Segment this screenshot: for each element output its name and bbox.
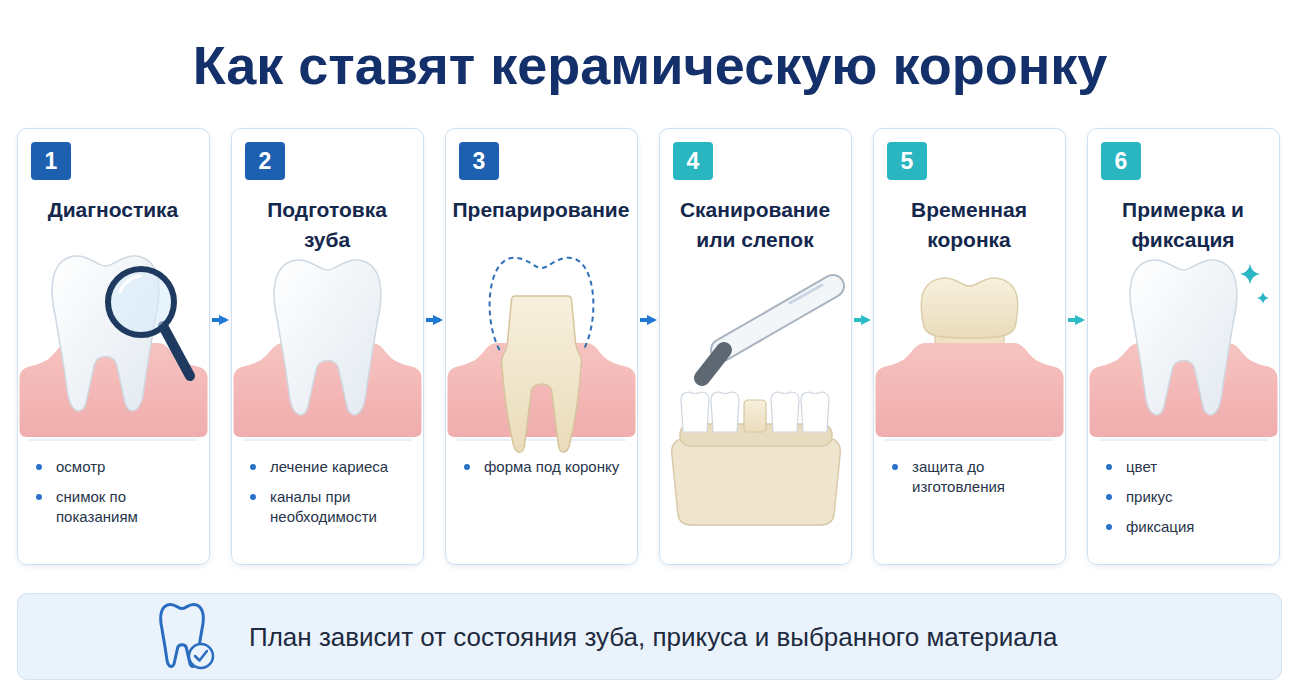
step-bullet: лечение кариеса: [250, 457, 415, 477]
temporary-crown-illustration-part: [876, 343, 1064, 437]
step-number-badge: 4: [673, 142, 713, 180]
scanner-model-illustration: [672, 285, 840, 525]
heading-wrap: Примерка и фиксация: [1103, 195, 1263, 255]
step-heading: Примерка и фиксация: [1103, 195, 1263, 255]
scanner-model-illustration-part: [681, 392, 829, 432]
temporary-crown-illustration: [876, 278, 1064, 437]
bullet-list: цвет прикус фиксация: [1106, 457, 1271, 547]
note-band-ground: [17, 593, 1282, 680]
step-bullet: прикус: [1106, 487, 1271, 507]
step-number-badge: 3: [459, 142, 499, 180]
prepared-stump-illustration-part: [502, 296, 582, 452]
diagnosis-illustration-part: [163, 326, 190, 376]
step-card: Временная коронка защита до изготовления 5: [873, 128, 1066, 565]
temporary-crown-illustration-part: [921, 278, 1017, 338]
step-number: 6: [1115, 150, 1128, 173]
step-card: Примерка и фиксация цвет прикус фиксация 6: [1087, 128, 1280, 565]
card-dividers-part: [1099, 439, 1268, 440]
step-number-badge: 2: [245, 142, 285, 180]
card-dividers: [29, 439, 1268, 440]
step-heading: Диагностика: [33, 195, 193, 225]
step-number: 1: [45, 150, 58, 173]
heading-wrap: Подготовка зуба: [247, 195, 407, 255]
scanner-model-illustration-part-part: [771, 392, 799, 432]
step-card: Препарирование форма под коронку 3: [445, 128, 638, 565]
page-title: Как ставят керамическую коронку: [0, 33, 1300, 97]
scanner-model-illustration-part-part: [801, 392, 829, 432]
step-card: Сканирование или слепок 4: [659, 128, 852, 565]
finished-tooth-illustration-part: [1257, 292, 1269, 304]
step-bullet: защита до изготовления: [892, 457, 1057, 497]
note-band: План зависит от состояния зуба, прикуса …: [17, 593, 1282, 680]
tooth-check-icon: [161, 605, 213, 668]
step-number: 5: [901, 150, 914, 173]
step-number: 2: [259, 150, 272, 173]
step-bullet: фиксация: [1106, 517, 1271, 537]
step-heading: Сканирование или слепок: [675, 195, 835, 255]
tooth-check-icon-part: [189, 644, 213, 668]
diagnosis-illustration-part: [120, 276, 140, 292]
step-bullet: снимок по показаниям: [36, 487, 201, 527]
diagnosis-illustration: [20, 256, 208, 437]
finished-tooth-illustration-part: [1240, 264, 1260, 284]
scanner-model-illustration-part: [722, 286, 833, 350]
bullet-list: форма под коронку: [464, 457, 629, 487]
step-arrow: [1068, 318, 1082, 322]
step-heading: Препарирование: [449, 195, 634, 225]
step-number-badge: 6: [1101, 142, 1141, 180]
healthy-tooth-illustration-part: [274, 260, 381, 415]
prepared-stump-illustration: [448, 258, 636, 452]
heading-wrap: Диагностика: [33, 195, 193, 225]
step-number-badge: 1: [31, 142, 71, 180]
step-bullet: каналы при необходимости: [250, 487, 415, 527]
card-dividers-part: [885, 439, 1054, 440]
card-dividers-part: [29, 439, 198, 440]
finished-tooth-illustration: [1090, 260, 1278, 437]
step-arrow: [426, 318, 440, 322]
step-arrow: [212, 318, 226, 322]
bullet-list: лечение кариеса каналы при необходимости: [250, 457, 415, 537]
step-arrow: [640, 318, 654, 322]
diagnosis-illustration-part: [108, 269, 174, 335]
title-wrap: Как ставят керамическую коронку: [0, 33, 1300, 97]
bullet-list: защита до изготовления: [892, 457, 1057, 507]
card-dividers-part: [243, 439, 412, 440]
scanner-model-illustration-part-part: [711, 392, 739, 432]
scanner-model-illustration-part-part: [681, 392, 709, 432]
heading-wrap: Временная коронка: [889, 195, 1049, 255]
scanner-model-illustration-part: [722, 286, 833, 350]
step-arrow: [854, 318, 868, 322]
scanner-model-illustration-part: [790, 285, 822, 303]
step-heading: Временная коронка: [889, 195, 1049, 255]
step-card: Диагностика осмотр снимок по показаниям 1: [17, 128, 210, 565]
step-bullet: осмотр: [36, 457, 201, 477]
prepared-stump-illustration-part: [490, 258, 594, 350]
scanner-model-illustration-part: [744, 400, 766, 432]
tooth-check-icon-part: [195, 651, 207, 661]
step-bullet: цвет: [1106, 457, 1271, 477]
step-number: 3: [473, 150, 486, 173]
heading-wrap: Сканирование или слепок: [675, 195, 835, 255]
bullet-list: осмотр снимок по показаниям: [36, 457, 201, 537]
scanner-model-illustration-part: [702, 350, 724, 378]
card-dividers-part: [457, 439, 626, 440]
note-text: План зависит от состояния зуба, прикуса …: [249, 621, 1057, 653]
step-card: Подготовка зуба лечение кариеса каналы при…: [231, 128, 424, 565]
heading-wrap: Препарирование: [449, 195, 634, 225]
finished-tooth-illustration-part: [1130, 260, 1237, 415]
step-number: 4: [687, 150, 700, 173]
step-heading: Подготовка зуба: [247, 195, 407, 255]
step-bullet: форма под коронку: [464, 457, 629, 477]
step-number-badge: 5: [887, 142, 927, 180]
healthy-tooth-illustration: [234, 260, 422, 437]
scanner-model-illustration-part: [672, 438, 840, 525]
